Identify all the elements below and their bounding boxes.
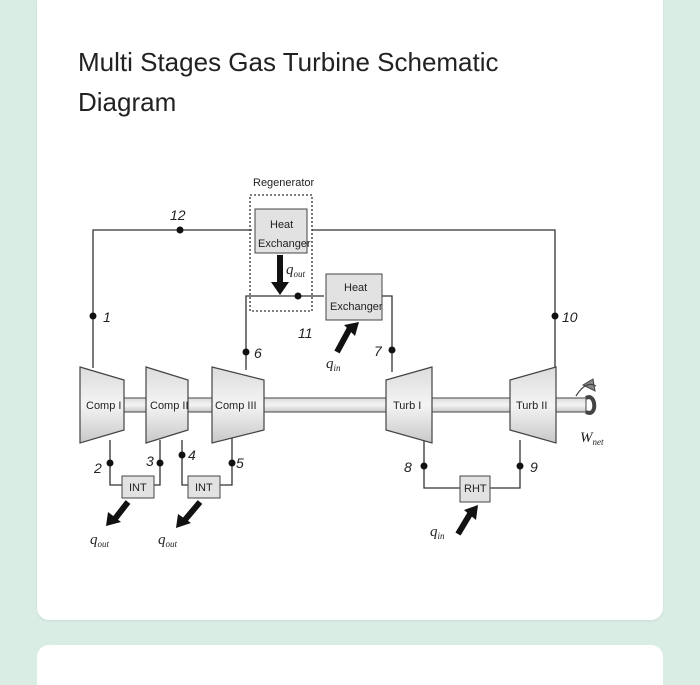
state-points — [89, 226, 559, 470]
point-7 — [388, 346, 396, 354]
regen-q-out-arrow — [271, 255, 289, 295]
turb2-label: Turb II — [516, 400, 547, 412]
hx-q-in-arrow — [334, 322, 359, 354]
pipe-2 — [109, 440, 122, 486]
comp1-label: Comp I — [86, 400, 121, 412]
pipe-6 — [245, 295, 298, 370]
page-title: Multi Stages Gas Turbine Schematic Diagr… — [78, 47, 499, 117]
state-4-label: 4 — [188, 447, 196, 463]
comp3-label: Comp III — [215, 400, 257, 412]
regen-hx-line1: Heat — [270, 219, 293, 231]
regen-heat-exchanger — [254, 208, 308, 254]
state-11-label: 11 — [298, 325, 313, 341]
point-8 — [420, 462, 428, 470]
state-8-label: 8 — [404, 459, 412, 475]
compressor-1 — [79, 366, 125, 444]
turbine-2 — [509, 366, 557, 444]
state-7-label: 7 — [374, 343, 383, 359]
intercooler-1 — [121, 475, 155, 499]
state-9-label: 9 — [530, 459, 538, 475]
regen-q-out-label: qout — [286, 262, 306, 279]
compressor-3 — [211, 366, 265, 444]
int1-q-out-arrow — [106, 500, 131, 526]
point-1 — [89, 312, 97, 320]
point-4 — [178, 451, 186, 459]
state-6-label: 6 — [254, 345, 262, 361]
regenerator-label: Regenerator — [253, 177, 314, 189]
int2-label: INT — [195, 482, 213, 494]
state-10-label: 10 — [562, 309, 578, 325]
regenerator-box — [249, 194, 313, 312]
point-5 — [228, 459, 236, 467]
hx-line2: Exchanger — [330, 301, 383, 313]
point-12 — [176, 226, 184, 234]
state-1-label: 1 — [103, 309, 111, 325]
point-6 — [242, 348, 250, 356]
int2-q-out-arrow — [176, 500, 203, 528]
point-10 — [551, 312, 559, 320]
point-11 — [294, 292, 302, 300]
pipe-8 — [423, 440, 460, 489]
int2-q-out-label: qout — [158, 532, 178, 549]
pipe-9 — [490, 440, 521, 489]
pipe-12-left — [92, 229, 252, 368]
hx-line1: Heat — [344, 282, 367, 294]
int1-label: INT — [129, 482, 147, 494]
gas-turbine-schematic: Comp I Comp II Comp III Turb I Turb II W… — [79, 177, 604, 549]
compressor-2 — [145, 366, 189, 444]
state-5-label: 5 — [236, 455, 244, 471]
turbine-1 — [385, 366, 433, 444]
pipe-12-right — [312, 229, 556, 370]
turb1-label: Turb I — [393, 400, 421, 412]
reheater — [459, 475, 491, 503]
point-9 — [516, 462, 524, 470]
pipe-5 — [220, 438, 233, 486]
state-3-label: 3 — [146, 453, 154, 469]
shaft — [123, 397, 587, 413]
rht-q-in-arrow — [455, 505, 478, 536]
state-2-label: 2 — [93, 460, 102, 476]
pipe-7 — [382, 295, 393, 372]
point-3 — [156, 459, 164, 467]
point-2 — [106, 459, 114, 467]
state-12-label: 12 — [170, 207, 186, 223]
int1-q-out-label: qout — [90, 532, 110, 549]
comp2-label: Comp II — [150, 400, 189, 412]
heat-exchanger — [325, 273, 383, 321]
piping — [92, 229, 556, 489]
hx-q-in-label: qin — [326, 356, 341, 373]
intercooler-2 — [187, 475, 221, 499]
rht-q-in-label: qin — [430, 524, 445, 541]
net-work-arrow — [575, 378, 597, 415]
regen-hx-line2: Exchanger — [258, 238, 311, 250]
rht-label: RHT — [464, 483, 487, 495]
w-net-label: Wnet — [580, 430, 604, 447]
pipe-3 — [154, 440, 161, 486]
